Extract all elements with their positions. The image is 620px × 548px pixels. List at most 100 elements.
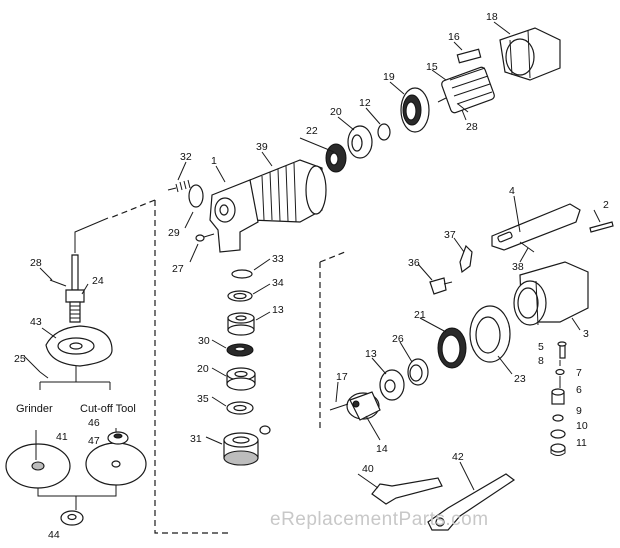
label-39: 39: [256, 141, 268, 153]
left-dashed-frame-top: [109, 199, 156, 219]
part-30-bevel-gear: [226, 343, 254, 357]
label-7: 7: [576, 367, 582, 379]
label-28-top: 28: [466, 121, 478, 133]
part-11-nut: [550, 443, 566, 456]
part-24-spindle: [65, 254, 85, 323]
part-28-pin-left: [49, 279, 67, 287]
label-44: 44: [48, 529, 60, 541]
label-11: 11: [576, 437, 587, 449]
disc-join-lines: [37, 485, 117, 510]
part-18-housing-cap: [499, 27, 561, 81]
label-38: 38: [512, 261, 524, 273]
label-23: 23: [514, 373, 526, 385]
part-39-motor-housing: [249, 159, 327, 223]
part-40-wrench: [371, 477, 443, 505]
label-8: 8: [538, 355, 544, 367]
part-12-ring: [377, 123, 391, 141]
part-14-end-plate: [346, 391, 381, 421]
part-15-rotor: [437, 66, 495, 114]
label-5: 5: [538, 341, 544, 353]
label-20-top: 20: [330, 106, 342, 118]
part-20-bearing-center: [226, 367, 256, 391]
part-34-washer: [227, 290, 253, 302]
part-22-gear: [325, 143, 347, 173]
label-19: 19: [383, 71, 395, 83]
label-15: 15: [426, 61, 438, 73]
caption-grinder: Grinder: [16, 403, 53, 415]
label-34: 34: [272, 277, 284, 289]
part-7-o-ring: [555, 368, 565, 376]
label-29: 29: [168, 227, 180, 239]
part-4-lever: [491, 203, 581, 251]
part-16-blade: [456, 48, 482, 64]
label-40: 40: [362, 463, 374, 475]
part-10-washer: [550, 429, 566, 439]
label-17: 17: [336, 371, 348, 383]
label-3: 3: [583, 328, 589, 340]
part-32-spring: [167, 179, 191, 193]
part-21-o-ring: [437, 327, 467, 369]
part-8-valve-stem: [557, 341, 567, 359]
label-35: 35: [197, 393, 209, 405]
label-32: 32: [180, 151, 192, 163]
label-42: 42: [452, 451, 464, 463]
label-26: 26: [392, 333, 404, 345]
label-30: 30: [198, 335, 210, 347]
label-13-right: 13: [365, 348, 377, 360]
part-9-washer: [552, 414, 564, 422]
label-1: 1: [211, 155, 217, 167]
part-labels: 1 2 3 4 5 6 7 8 9 10 11 12 13 13 14 15 1…: [14, 11, 609, 541]
part-38-pin: [519, 241, 535, 253]
part-25-screw: [39, 371, 49, 379]
part-28-pin-top: [457, 103, 469, 113]
part-37-valve: [459, 244, 473, 274]
part-29-seal: [188, 184, 204, 208]
spindle-leader-line: [74, 217, 109, 253]
tool-branch-lines: [39, 366, 111, 390]
label-21: 21: [414, 309, 426, 321]
part-35-spacer: [226, 401, 254, 415]
part-36-spring-clip: [429, 277, 453, 295]
label-28-left: 28: [30, 257, 42, 269]
leader-lines: [23, 21, 601, 491]
label-2: 2: [603, 199, 609, 211]
part-13-bearing-right: [379, 369, 405, 401]
label-22: 22: [306, 125, 318, 137]
label-18: 18: [486, 11, 498, 23]
label-33: 33: [272, 253, 284, 265]
label-41: 41: [56, 431, 68, 443]
part-6-bushing: [551, 388, 565, 405]
part-27-screw: [195, 233, 215, 242]
label-43: 43: [30, 316, 42, 328]
label-6: 6: [576, 384, 582, 396]
label-20-center: 20: [197, 363, 209, 375]
part-33-o-ring: [231, 269, 253, 279]
label-46: 46: [88, 417, 100, 429]
part-46-flange: [107, 431, 129, 445]
part-23-ring-nut: [469, 305, 511, 363]
part-2-pin: [589, 221, 614, 233]
label-4: 4: [509, 185, 515, 197]
part-13-bearing-center: [227, 312, 255, 336]
left-dashed-frame: [154, 200, 228, 534]
label-31: 31: [190, 433, 202, 445]
label-12: 12: [359, 97, 371, 109]
label-25: 25: [14, 353, 26, 365]
part-3-rear-housing: [513, 261, 589, 326]
label-13-center: 13: [272, 304, 284, 316]
part-31-lock-ring: [223, 432, 259, 466]
part-17-pin: [329, 403, 349, 411]
right-dashed-frame-top: [319, 251, 346, 263]
label-9: 9: [576, 405, 582, 417]
part-26-ring: [407, 358, 429, 386]
label-10: 10: [576, 420, 588, 432]
label-27: 27: [172, 263, 184, 275]
disc-leader-lines: [35, 428, 117, 460]
label-14: 14: [376, 443, 388, 455]
small-nut-center: [259, 425, 271, 435]
label-36: 36: [408, 257, 420, 269]
part-20-bearing-top: [347, 125, 373, 159]
part-41-grinding-wheel: [5, 443, 71, 489]
